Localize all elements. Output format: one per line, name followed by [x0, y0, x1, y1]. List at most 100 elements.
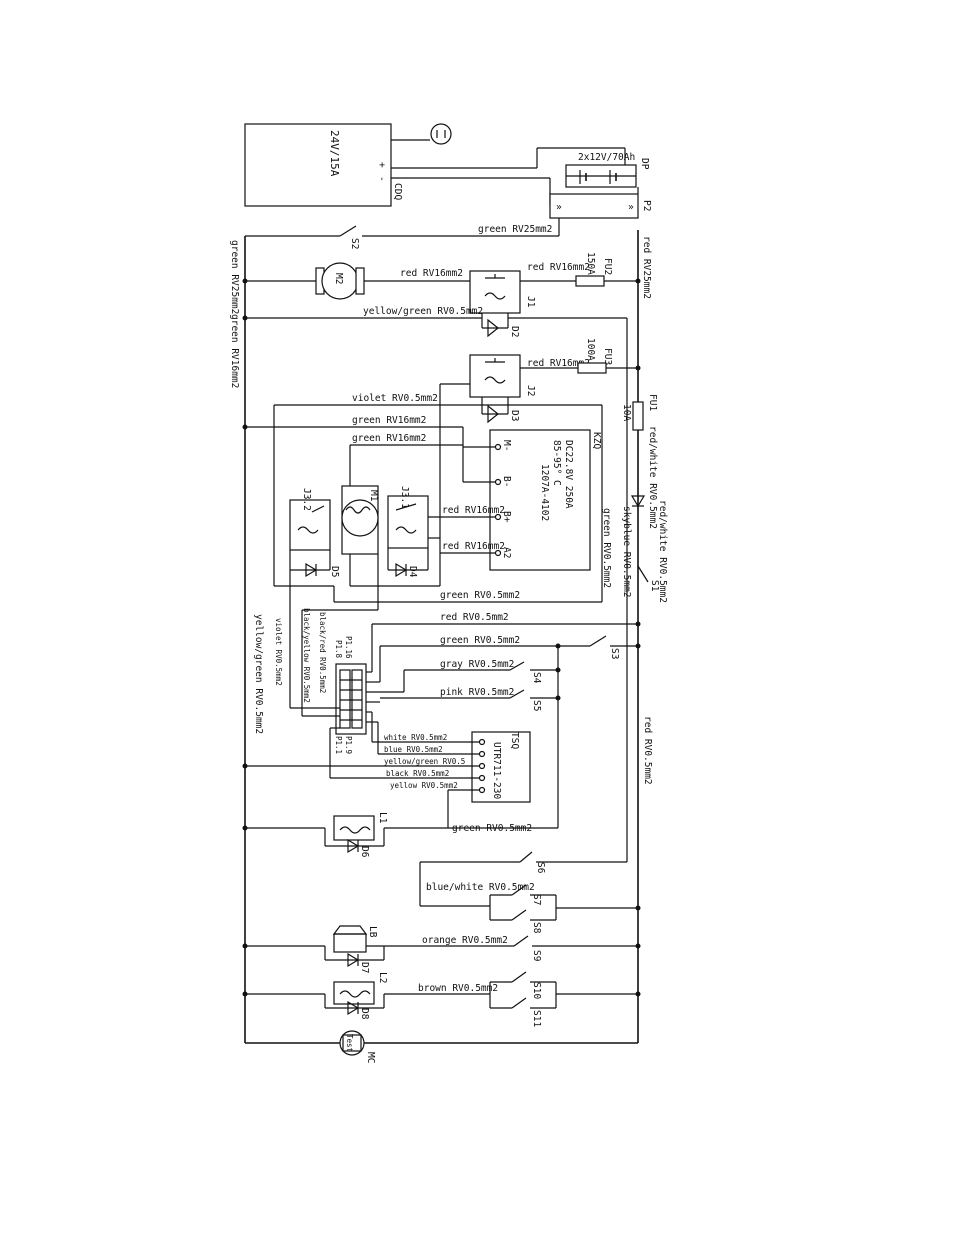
connector-p2: P2 » »	[549, 187, 652, 236]
wire-green-ctrl-right: green RV0.5mm2	[601, 508, 612, 588]
motor-m2-circuit: M2 red RV16mm2 J1 red RV16mm2 150A FU2 D…	[242, 252, 641, 337]
p1-16-label: P1.16	[344, 636, 353, 659]
controller-line-3: 1207A-4102	[539, 464, 550, 521]
wire-skyblue-s1: skyblue RV0.5mm2	[621, 506, 632, 598]
wire-black-red: black/red RV0.5mm2	[318, 612, 327, 693]
charger: 24V/15A + - CDQ	[244, 123, 625, 207]
wire-yellow-green-j1: yellow/green RV0.5mm2	[363, 306, 483, 317]
relay-j3-1-label: J3.1	[399, 486, 410, 509]
switch-s9-label: S9	[531, 950, 542, 962]
lamp-l2-label: L2	[377, 972, 388, 983]
wire-black-tsq: black RV0.5mm2	[386, 769, 449, 778]
terminal-a2: A2	[501, 547, 512, 558]
wire-red-rv16-fu3: red RV16mm2	[527, 358, 590, 369]
fu2-rating: 150A	[585, 252, 596, 275]
meter-mc: Test MC	[339, 1030, 376, 1063]
svg-text:»: »	[556, 202, 562, 213]
wire-green-rv16-left: green RV16mm2	[229, 314, 240, 388]
fu1-rating: 10A	[621, 404, 632, 421]
switch-s8-label: S8	[531, 922, 542, 934]
controller-code: KZQ	[591, 432, 602, 449]
charger-code: CDQ	[392, 183, 403, 200]
wire-black-yellow: black/yellow RV0.5mm2	[302, 608, 311, 703]
diode-d2-label: D2	[509, 326, 520, 337]
wire-green-rv25-left: green RV25mm2	[229, 240, 240, 314]
charger-rating: 24V/15A	[328, 130, 341, 177]
wire-red-right-long: red RV0.5mm2	[642, 716, 653, 785]
fu3-label: FU3	[602, 348, 613, 365]
wire-pink-s5: pink RV0.5mm2	[440, 687, 514, 698]
horn-lb-label: LB	[367, 926, 378, 938]
horn-lb-circuit: LB D7 orange RV0.5mm2 S9	[242, 925, 641, 973]
diode-d3-label: D3	[509, 410, 520, 421]
violet-loop: violet RV0.5mm2 green RV0.5mm2	[273, 393, 603, 603]
controller-line-2: 85-95° C	[551, 440, 562, 486]
switch-s5-label: S5	[531, 700, 542, 711]
wire-white-tsq: white RV0.5mm2	[384, 733, 447, 742]
switch-s4-label: S4	[531, 672, 542, 684]
fuse-fu1-circuit: FU1 10A red/white RV0.5mm2 skyblue RV0.5…	[621, 394, 668, 603]
battery: 2x12V/70Ah DP	[565, 148, 650, 188]
module-code: TSQ	[509, 732, 520, 749]
wire-green-rv25-top: green RV25mm2	[478, 224, 552, 235]
wire-violet-top: violet RV0.5mm2	[352, 393, 438, 404]
switch-s6-label: S6	[535, 862, 546, 874]
diode-d8-label: D8	[359, 1008, 370, 1020]
wire-yellow-tsq: yellow RV0.5mm2	[390, 781, 458, 790]
meter-mc-label: MC	[365, 1052, 376, 1063]
terminal-m-minus: M-	[501, 440, 512, 451]
green-rv16-m-wire: green RV16mm2 green RV16mm2	[242, 415, 495, 486]
wire-yellow-green-tsq: yellow/green RV0.5	[384, 757, 465, 766]
switch-s11-label: S11	[531, 1010, 542, 1027]
wire-yellow-green-left2: yellow/green RV0.5mm2	[253, 614, 264, 734]
battery-rating: 2x12V/70Ah	[578, 152, 635, 163]
contactor-j2-label: J2	[525, 385, 536, 396]
terminal-b-plus: B+	[501, 511, 512, 523]
module-model: UTR711-230	[491, 742, 502, 799]
yellow-green-line: yellow/green RV0.5mm2	[242, 306, 628, 862]
wire-red-rv16-m2: red RV16mm2	[400, 268, 463, 279]
wire-orange-s9: orange RV0.5mm2	[422, 935, 508, 946]
wire-green-rv16-b: green RV16mm2	[352, 433, 426, 444]
connector-p1: P1.16 P1.8 P1.9 P1.1 black/yellow RV0.5m…	[253, 608, 378, 754]
wire-green-rv05-bottom: green RV0.5mm2	[440, 590, 520, 601]
wire-red-rv16-bplus: red RV16mm2	[442, 505, 505, 516]
charger-plus: +	[376, 162, 387, 168]
wire-red-rv25-right: red RV25mm2	[641, 236, 652, 299]
wire-gray-s4: gray RV0.5mm2	[440, 659, 514, 670]
switches-s6-s8: S6 blue/white RV0.5mm2 S7 S8	[419, 851, 641, 934]
diode-d6-label: D6	[359, 846, 370, 858]
switch-s1-label: S1	[649, 580, 660, 592]
charger-minus: -	[376, 176, 387, 182]
wire-blue-white-s7: blue/white RV0.5mm2	[426, 882, 535, 893]
wire-green-rv05-s3: green RV0.5mm2	[440, 635, 520, 646]
wire-brown-s10: brown RV0.5mm2	[418, 983, 498, 994]
switch-s2-top: S2	[349, 238, 360, 249]
wire-red-rv05-p1: red RV0.5mm2	[440, 612, 509, 623]
wire-red-white-fu1: red/white RV0.5mm2	[647, 426, 658, 529]
fuse-fu2	[575, 275, 605, 287]
diode-d5-label: D5	[329, 566, 340, 577]
fu3-rating: 100A	[585, 338, 596, 361]
switch-s3-label: S3	[609, 648, 620, 659]
p1-9-label: P1.9	[344, 736, 353, 754]
motor-m1-label: M1	[368, 490, 379, 502]
lamp-l1-label: L1	[377, 812, 388, 824]
wire-green-l1: green RV0.5mm2	[452, 823, 532, 834]
wire-red-white-s1: red/white RV0.5mm2	[657, 500, 668, 603]
diode-d7-label: D7	[359, 962, 370, 973]
plug-icon	[430, 123, 452, 145]
controller-kzq: KZQ DC22.8V 250A 85-95° C 1207A-4102 M- …	[489, 429, 612, 588]
wire-green-rv16-m: green RV16mm2	[352, 415, 426, 426]
contactor-j2-circuit: J2 red RV16mm2 100A FU3 D3	[439, 338, 641, 586]
switch-s10-label: S10	[531, 982, 542, 999]
top-ground-wire: S2 green RV25mm2 green RV25mm2 green RV1…	[229, 224, 652, 388]
controller-line-1: DC22.8V 250A	[563, 440, 574, 509]
motor-m2-label: M2	[333, 273, 344, 284]
fuse-fu3	[577, 362, 607, 374]
relay-j3-2-label: J3.2	[301, 488, 312, 511]
p1-1-label: P1.1	[334, 736, 343, 754]
p2-label: P2	[641, 200, 652, 211]
wire-violet-p1: violet RV0.5mm2	[274, 618, 283, 686]
